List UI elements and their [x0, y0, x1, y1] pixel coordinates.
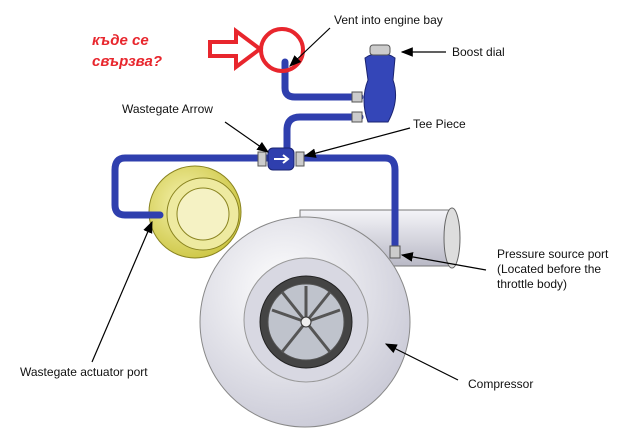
label-pressure-1: Pressure source port	[497, 247, 609, 261]
label-wastegate-arrow: Wastegate Arrow	[122, 102, 213, 116]
red-circle-highlight	[259, 27, 305, 73]
label-tee-piece: Tee Piece	[413, 117, 466, 131]
label-wastegate-port: Wastegate actuator port	[20, 365, 148, 379]
label-pressure-3: throttle body)	[497, 277, 567, 291]
label-vent: Vent into engine bay	[334, 13, 443, 27]
pressure-source-fitting	[389, 245, 401, 259]
wastegate-actuator	[148, 165, 242, 259]
label-compressor: Compressor	[468, 377, 533, 391]
boost-hoses	[111, 58, 399, 254]
question-line-2: свързва?	[92, 53, 162, 70]
red-arrow-icon	[208, 27, 264, 71]
red-annotation: къде се свързва?	[92, 27, 305, 73]
compressor-housing	[199, 216, 411, 428]
boost-dial	[351, 44, 397, 123]
tee-piece	[257, 147, 305, 171]
label-boost-dial: Boost dial	[452, 45, 505, 59]
question-line-1: къде се	[92, 32, 149, 49]
label-pressure-2: (Located before the	[497, 262, 601, 276]
leader-lines	[91, 27, 487, 381]
